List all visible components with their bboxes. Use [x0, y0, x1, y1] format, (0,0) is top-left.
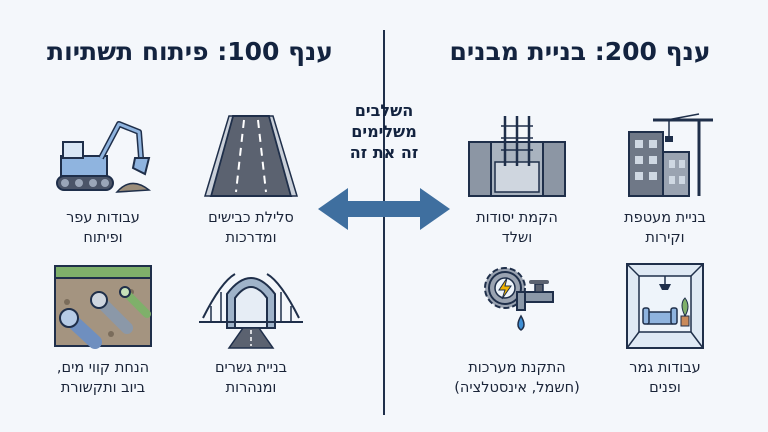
- center-note-line-2: משלימים: [351, 122, 417, 141]
- utility-label-line-1: הנחת קווי מים,: [56, 360, 150, 376]
- systems-label-line-2: (חשמל, אינסטלציה): [454, 380, 580, 396]
- foundation-label-line-2: ושלד: [501, 230, 533, 246]
- center-divider: [383, 30, 385, 415]
- foundation-icon: [465, 112, 569, 200]
- bridges-label-line-2: ומנהרות: [225, 380, 277, 396]
- tunnel-icon: [199, 262, 303, 350]
- double-arrow-icon: [318, 188, 450, 230]
- item-finishing-interior: עבודות גמר ופנים: [590, 262, 740, 398]
- excavator-icon: [51, 112, 155, 200]
- crane-building-icon: [613, 112, 717, 200]
- center-note-line-3: זה את זה: [349, 143, 419, 162]
- item-systems-installation: התקנת מערכות (חשמל, אינסטלציה): [442, 262, 592, 398]
- earthworks-label-line-1: עבודות עפר: [66, 210, 140, 226]
- center-note-line-1: השלבים: [354, 101, 414, 120]
- road-icon: [199, 112, 303, 200]
- item-road-paving: סלילת כבישים ומדרכות: [176, 112, 326, 248]
- foundation-label-line-1: הקמת יסודות: [476, 210, 558, 226]
- bridges-label-line-1: בניית גשרים: [214, 360, 288, 376]
- item-foundations-frame: הקמת יסודות ושלד: [442, 112, 592, 248]
- road-label-line-2: ומדרכות: [225, 230, 277, 246]
- left-branch-title: ענף 100: פיתוח תשתיות: [47, 37, 333, 66]
- pipes-icon: [51, 262, 155, 350]
- earthworks-label-line-2: ופיתוח: [83, 230, 123, 246]
- finishing-label-line-1: עבודות גמר: [629, 360, 701, 376]
- center-note: השלבים משלימים זה את זה: [318, 100, 450, 163]
- item-envelope-walls: בניית מעטפת וקירות: [590, 112, 740, 248]
- road-label-line-1: סלילת כבישים: [208, 210, 294, 226]
- envelope-label-line-1: בניית מעטפת: [624, 210, 706, 226]
- item-utility-lines: הנחת קווי מים, ביוב ותקשורת: [28, 262, 178, 398]
- item-earthworks: עבודות עפר ופיתוח: [28, 112, 178, 248]
- utility-label-line-2: ביוב ותקשורת: [60, 380, 146, 396]
- envelope-label-line-2: וקירות: [645, 230, 685, 246]
- finishing-label-line-2: ופנים: [649, 380, 681, 396]
- item-bridges-tunnels: בניית גשרים ומנהרות: [176, 262, 326, 398]
- gear-faucet-icon: [465, 262, 569, 350]
- right-branch-title: ענף 200: בניית מבנים: [449, 37, 711, 66]
- interior-room-icon: [613, 262, 717, 350]
- systems-label-line-1: התקנת מערכות: [468, 360, 566, 376]
